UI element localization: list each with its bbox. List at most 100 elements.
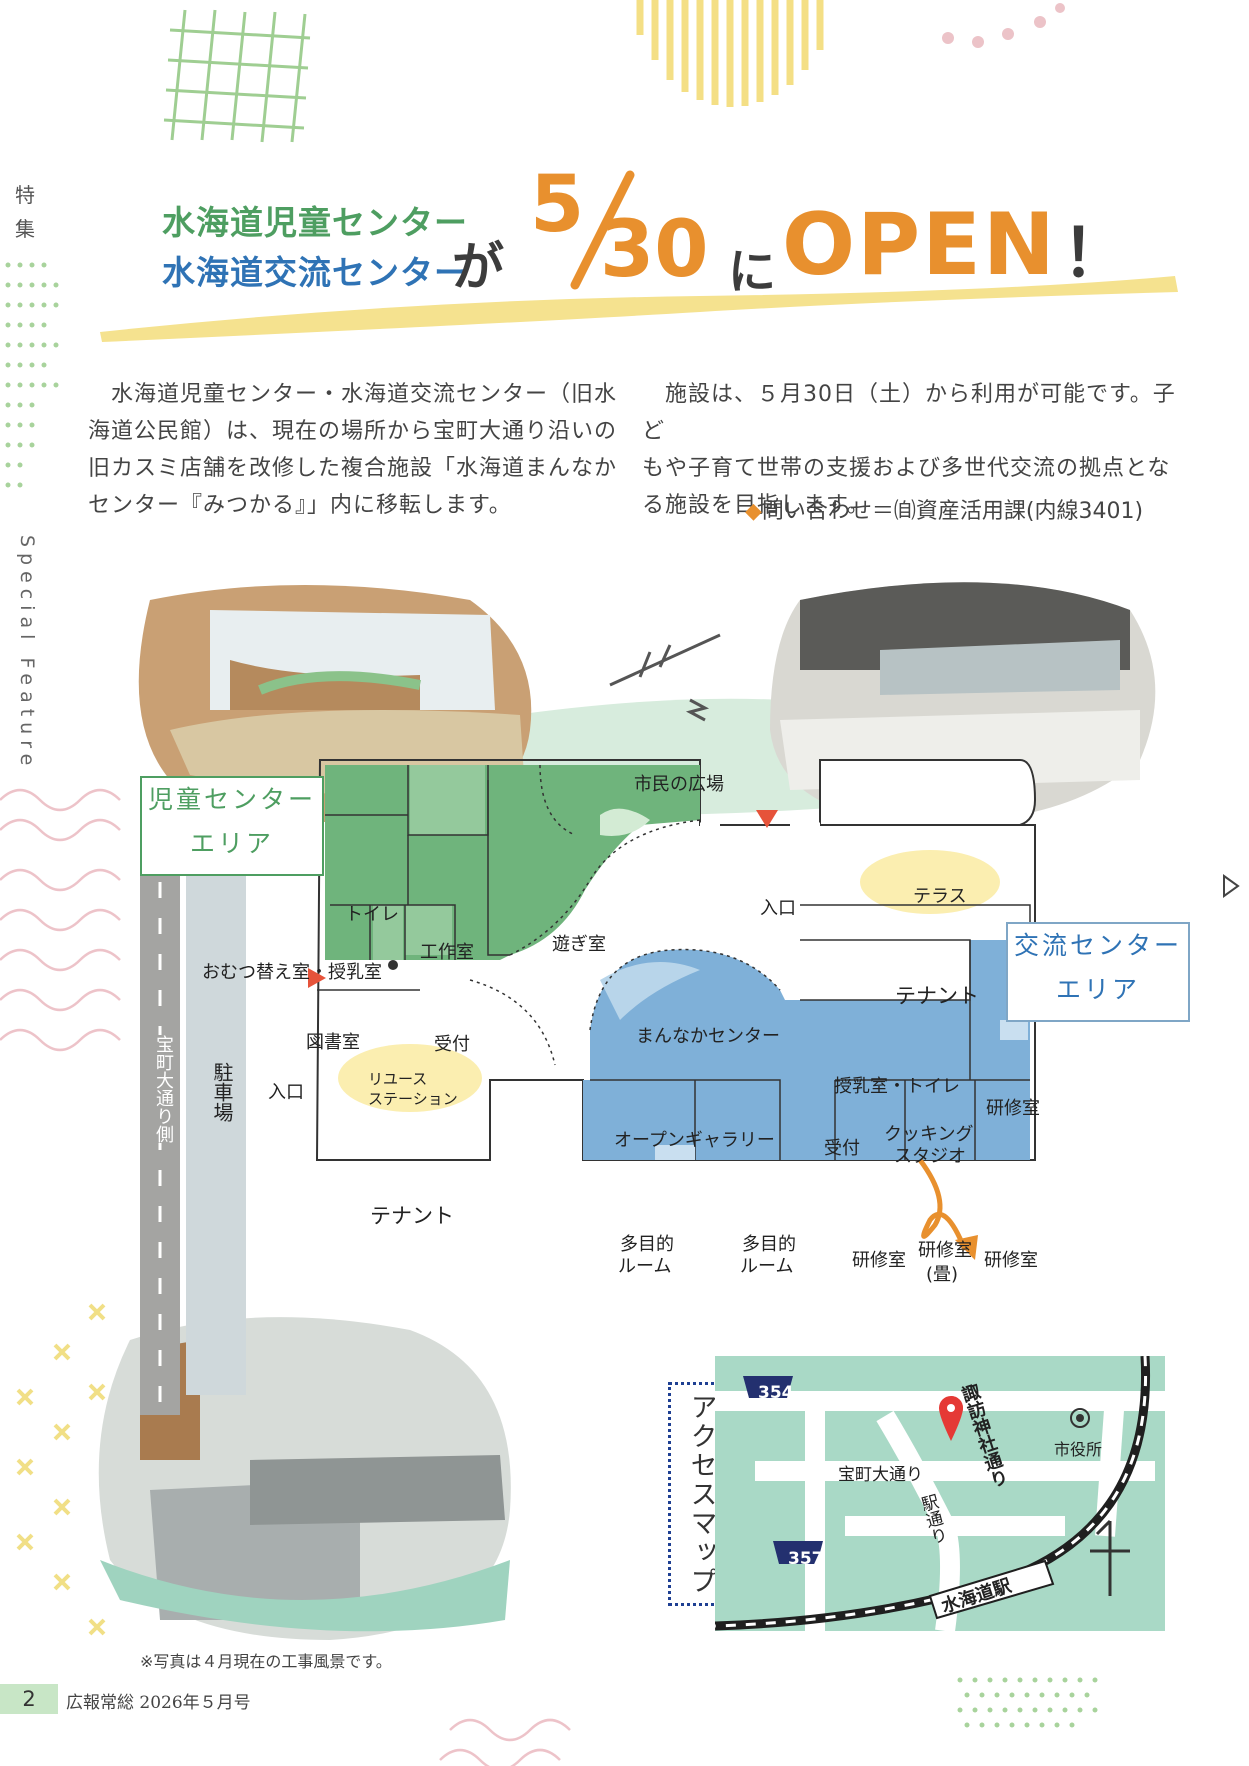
room-kosaku: 工作室 bbox=[420, 942, 474, 963]
entrance-label: 入口 bbox=[268, 1082, 304, 1103]
street-label: 宝町大通り側 bbox=[150, 1035, 176, 1143]
headline-slash bbox=[570, 170, 635, 290]
wave-decoration bbox=[0, 788, 571, 1766]
page-number: 2 bbox=[0, 1684, 58, 1714]
room-omutsu: おむつ替え室・授乳室 bbox=[202, 962, 382, 983]
room-reuse-1: リユース bbox=[368, 1070, 428, 1088]
headline-exchange-center: 水海道交流センター bbox=[162, 253, 468, 292]
toilet-room-shade bbox=[410, 765, 485, 835]
pink-dots-decoration bbox=[942, 3, 1065, 48]
room-junyu-toilet: 授乳室・トイレ bbox=[834, 1076, 960, 1097]
room-tenant: テナント bbox=[370, 1204, 454, 1228]
callout-child-line: エリア bbox=[189, 829, 274, 858]
callout-child-center: 児童センター エリア bbox=[140, 776, 324, 876]
room-kenshu-4: 研修室 bbox=[984, 1250, 1038, 1271]
photo-kitchen-counter bbox=[250, 1455, 505, 1525]
headline-ni: に bbox=[728, 244, 777, 300]
map-north-arrow-icon bbox=[1090, 1519, 1130, 1596]
headline-ga: が bbox=[452, 238, 505, 298]
footer-title: 広報常総 2026年５月号 bbox=[66, 1693, 251, 1713]
intro-left: 水海道児童センター・水海道交流センター（旧水 海道公民館）は、現在の場所から宝町… bbox=[88, 376, 618, 524]
entrance-arrow-icon bbox=[756, 810, 778, 828]
headline-exclamation: ！ bbox=[1062, 215, 1128, 292]
access-map[interactable] bbox=[715, 1356, 1165, 1631]
room-tenant: テナント bbox=[895, 984, 979, 1008]
tenant-glow bbox=[860, 850, 1000, 914]
gallery-highlight bbox=[600, 962, 700, 1020]
room-tamoku-1a: 多目的 bbox=[620, 1234, 674, 1255]
room-gallery: オープンギャラリー bbox=[614, 1130, 775, 1151]
room-reuse-2: ステーション bbox=[368, 1090, 458, 1108]
headline-open: OPEN bbox=[782, 195, 1057, 295]
next-page-arrow-icon[interactable] bbox=[1223, 874, 1240, 898]
headline-child-center: 水海道児童センター bbox=[162, 203, 468, 242]
library-room-shade bbox=[373, 905, 403, 960]
route-354-label: 354 bbox=[758, 1383, 794, 1403]
mannaka-center-label: まんなかセンター bbox=[636, 1026, 780, 1047]
room-terrace: テラス bbox=[913, 886, 967, 907]
contact-info: ◆問い合わせ＝㉂資産活用課(内線3401) bbox=[745, 493, 1143, 525]
callout-exchange-line: 交流センター bbox=[1013, 931, 1182, 960]
reuse-station-marker bbox=[388, 960, 398, 970]
parking-label: 駐車場 bbox=[210, 1062, 234, 1122]
city-hall-label: 市役所 bbox=[1054, 1440, 1103, 1459]
green-dots-decoration bbox=[5, 262, 59, 488]
room-kenshu-3: 研修室 bbox=[918, 1240, 972, 1261]
location-pin-icon[interactable] bbox=[939, 1396, 963, 1441]
intro-right-line: る施設を目指します。 bbox=[642, 493, 870, 518]
intro-left-line: 旧カスミ店舗を改修した複合施設「水海道まんなか bbox=[88, 456, 618, 481]
room-cooking-1: クッキング bbox=[884, 1124, 974, 1145]
play-room-highlight bbox=[600, 808, 650, 836]
photo-exterior-glass bbox=[880, 640, 1120, 695]
station-label-box bbox=[928, 1559, 1055, 1620]
grid-decoration bbox=[163, 9, 311, 143]
access-map-title: アクセスマップ bbox=[685, 1393, 717, 1596]
room-kenshu: 研修室 bbox=[986, 1098, 1040, 1119]
photo-green-mat bbox=[258, 671, 421, 695]
entrance-arrow-icon bbox=[308, 968, 326, 988]
room-tamoku-2b: ルーム bbox=[740, 1256, 794, 1277]
intro-left-line: 海道公民館）は、現在の場所から宝町大通り沿いの bbox=[88, 419, 618, 444]
route-357-label: 357 bbox=[788, 1549, 824, 1569]
callout-exchange-line: エリア bbox=[1055, 975, 1140, 1004]
headline-day: 30 bbox=[600, 205, 709, 295]
intro-right-line: もや子育て世帯の支援および多世代交流の拠点とな bbox=[642, 456, 1171, 481]
photo-caption: ※写真は４月現在の工事風景です。 bbox=[140, 1652, 392, 1671]
reception-room-shade bbox=[405, 905, 452, 955]
takaramachi-dori-label: 宝町大通り bbox=[838, 1465, 923, 1485]
headline-month: 5 bbox=[530, 160, 585, 250]
orange-guide-arrow bbox=[917, 1158, 968, 1251]
intro-right: 施設は、５月30日（土）から利用が可能です。子ど もや子育て世帯の支援および多世… bbox=[642, 376, 1182, 524]
room-kenshu-2: 研修室 bbox=[852, 1250, 906, 1271]
diamond-icon: ◆ bbox=[745, 499, 762, 524]
room-uketsuke-2: 受付 bbox=[824, 1138, 860, 1159]
room-tamoku-1b: ルーム bbox=[618, 1256, 672, 1277]
terrace-area bbox=[819, 759, 1037, 826]
contact-text: 問い合わせ＝㉂資産活用課(内線3401) bbox=[761, 499, 1144, 524]
plaza-label: 市民の広場 bbox=[634, 774, 724, 795]
route-354-sign bbox=[743, 1376, 793, 1398]
route-357-sign bbox=[773, 1541, 823, 1564]
headline-underline bbox=[100, 276, 1178, 342]
side-special-feature: Special Feature bbox=[16, 535, 38, 772]
room-asobi: 遊ぎ室 bbox=[552, 934, 606, 955]
north-arrow-icon bbox=[609, 633, 721, 722]
photo-furniture bbox=[230, 660, 420, 710]
callout-exchange-center: 交流センター エリア bbox=[1006, 922, 1190, 1022]
side-tokushu-2: 集 bbox=[15, 217, 35, 241]
intro-right-line: 施設は、５月30日（土）から利用が可能です。子ど bbox=[642, 382, 1176, 444]
tenant-glow bbox=[338, 1044, 482, 1112]
intro-left-line: センター『みつかる』」内に移転します。 bbox=[88, 493, 512, 518]
room-tamoku-2a: 多目的 bbox=[742, 1234, 796, 1255]
room-kenshu-3-tatami: (畳) bbox=[926, 1264, 959, 1285]
intro-left-line: 水海道児童センター・水海道交流センター（旧水 bbox=[88, 382, 618, 407]
room-uketsuke: 受付 bbox=[434, 1034, 470, 1055]
room-tosho: 図書室 bbox=[306, 1032, 360, 1053]
room-cooking-2: スタジオ bbox=[894, 1146, 966, 1167]
green-dots-bottom-decoration bbox=[957, 1677, 1098, 1728]
photo-kitchen-floor bbox=[100, 1560, 510, 1632]
entrance-label: 入口 bbox=[760, 898, 796, 919]
floor-map bbox=[98, 582, 1156, 1640]
stripe-circle-decoration bbox=[636, 0, 824, 107]
